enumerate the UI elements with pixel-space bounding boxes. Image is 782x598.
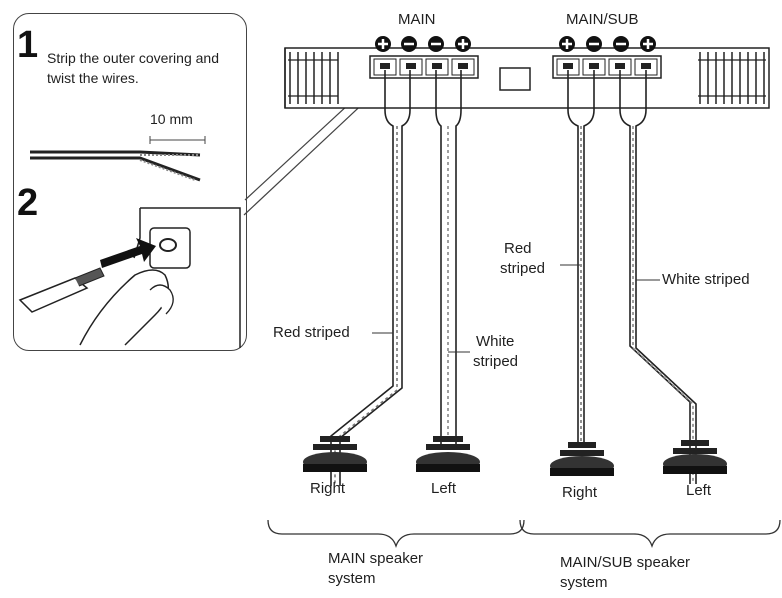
insert-arrow-icon [100, 238, 156, 268]
main-sub-terminal-block [552, 55, 662, 79]
step-2-number: 2 [17, 182, 39, 224]
speaker-label-main-left: Left [431, 480, 457, 497]
terminal-insert-illustration [18, 207, 241, 348]
wire-sub-right [567, 70, 595, 446]
finger-icon [79, 269, 170, 346]
wire-label-red-sub-line2: striped [500, 260, 546, 277]
sub-system-label-line1: MAIN/SUB speaker [560, 554, 691, 571]
amplifier-rear-panel [284, 47, 770, 109]
main-system-label-line1: MAIN speaker [328, 550, 424, 567]
speaker-label-sub-right: Right [562, 484, 598, 501]
step-1-instruction: Strip the outer covering and twist the w… [47, 50, 219, 86]
main-terminal-block [369, 55, 479, 79]
wire-label-red-striped-main: Red striped [273, 324, 350, 341]
speaker-sub-right-icon [550, 442, 614, 476]
sub-system-brace [519, 519, 781, 549]
main-sub-terminal-label: MAIN/SUB [566, 11, 639, 28]
wire-label-white-main-line1: White [476, 333, 515, 350]
wire-label-red-sub-line1: Red [504, 240, 532, 257]
stripped-wire-illustration [30, 136, 206, 182]
wire-label-white-main-line2: striped [473, 353, 519, 370]
speaker-label-main-right: Right [310, 480, 346, 497]
speaker-main-left-icon [416, 436, 480, 472]
speaker-label-sub-left: Left [686, 482, 712, 499]
speaker-sub-left-icon [663, 440, 727, 474]
speaker-main-right-icon [303, 436, 367, 472]
main-system-brace [267, 519, 525, 549]
main-system-label-line2: system [328, 570, 376, 587]
panel-indicator [499, 67, 531, 91]
strip-length-label: 10 mm [150, 111, 193, 127]
wire-label-white-sub: White striped [662, 271, 750, 288]
sub-system-label-line2: system [560, 574, 608, 591]
main-polarity-icons [375, 36, 471, 52]
wire-main-right [330, 70, 411, 486]
main-sub-polarity-icons [559, 36, 656, 52]
main-terminal-label: MAIN [398, 11, 436, 28]
wire-main-left [435, 70, 462, 446]
step-1-number: 1 [17, 24, 39, 66]
